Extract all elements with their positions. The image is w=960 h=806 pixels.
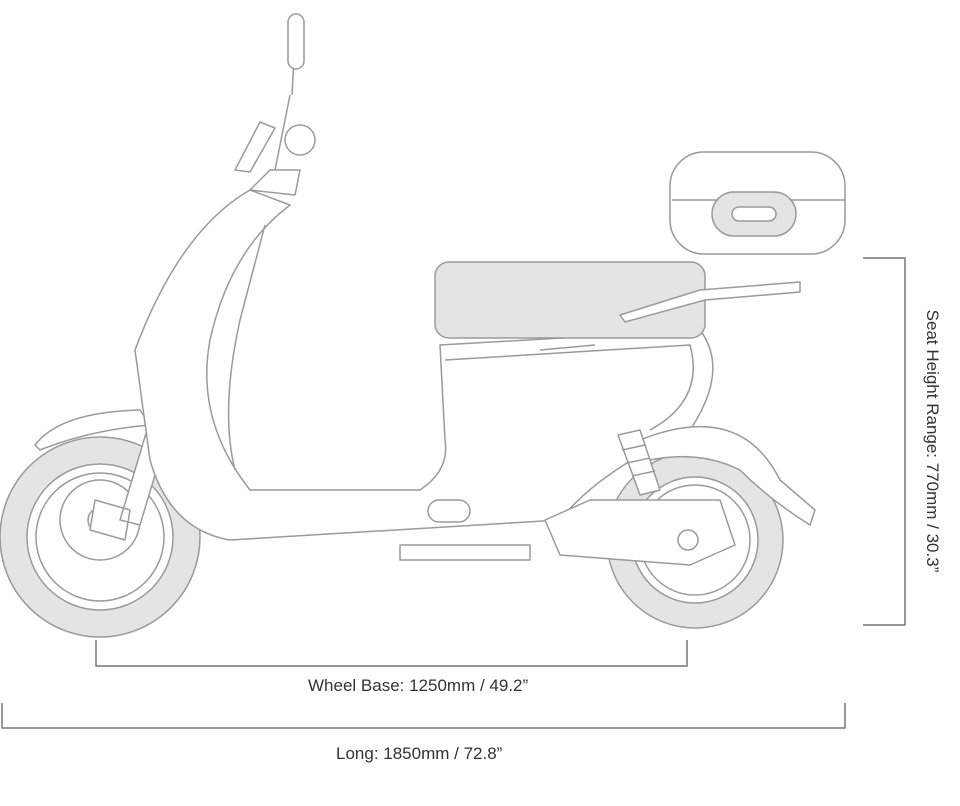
- swing-arm: [544, 499, 736, 566]
- brake-lever: [234, 121, 276, 173]
- handle-grip: [284, 124, 316, 156]
- wheel-base-label: Wheel Base: 1250mm / 49.2”: [308, 676, 529, 695]
- wheel-base-dimension-line: [95, 640, 688, 667]
- kickstand: [399, 544, 531, 561]
- length-label: Long: 1850mm / 72.8”: [336, 744, 503, 763]
- rear-rack: [619, 281, 801, 323]
- floorboard-line: [227, 224, 266, 471]
- top-box: [669, 151, 846, 255]
- seat: [434, 261, 706, 339]
- side-panel: [444, 344, 694, 431]
- mirror: [287, 13, 305, 70]
- length-dimension-line: [1, 703, 846, 729]
- seat-height-label: Seat Height Range: 770mm / 30.3”: [923, 309, 942, 573]
- rear-fender: [639, 425, 816, 526]
- side-vent: [539, 344, 596, 351]
- seat-height-dimension-line: [863, 257, 906, 626]
- hub: [677, 529, 699, 551]
- light: [427, 499, 471, 523]
- rear-shock: [617, 429, 661, 496]
